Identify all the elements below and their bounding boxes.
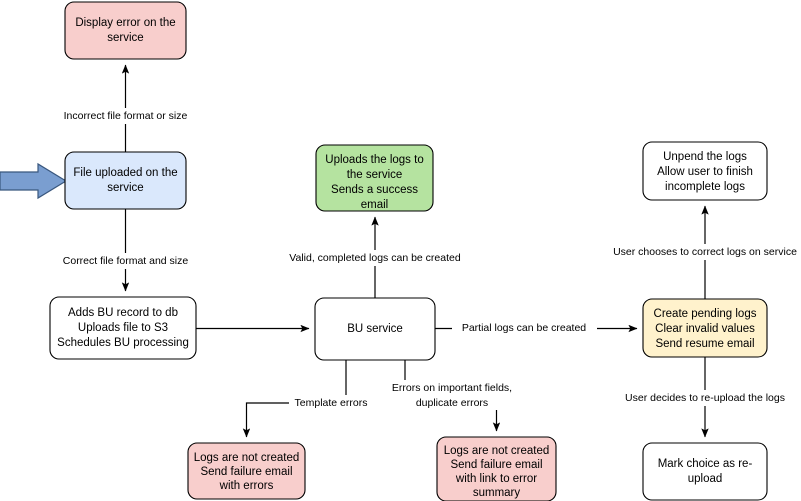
node-label-line: Uploads the logs to xyxy=(325,154,423,166)
node-label-line: Display error on the xyxy=(75,17,175,29)
node-logs-not-created-with-error-summary[interactable]: Logs are not created Send failure email … xyxy=(436,436,557,501)
node-label-line: upload xyxy=(688,473,723,485)
node-label-line: Allow user to finish xyxy=(657,166,753,178)
node-label-line: with errors xyxy=(219,480,274,492)
node-label-line: Schedules BU processing xyxy=(57,337,189,349)
node-label-line: Send failure email xyxy=(200,466,292,478)
node-logs-not-created-with-errors[interactable]: Logs are not created Send failure email … xyxy=(187,442,306,500)
edge-label-mask xyxy=(282,250,469,266)
node-label-line: incomplete logs xyxy=(665,181,745,193)
node-adds-bu-record-to-db[interactable]: Adds BU record to db Uploads file to S3 … xyxy=(49,296,197,360)
edge-label-incorrect-format: Incorrect file format or size xyxy=(64,110,188,122)
edge-label-correct-format: Correct file format and size xyxy=(63,255,189,267)
node-label-line: Adds BU record to db xyxy=(68,307,178,319)
node-label-line: Logs are not created xyxy=(194,452,300,464)
edge-label-mask xyxy=(452,320,597,336)
node-label-line: Send resume email xyxy=(655,338,754,350)
edge-label-mask xyxy=(389,380,517,410)
node-file-uploaded-on-service[interactable]: File uploaded on the service xyxy=(64,151,187,210)
node-bu-service[interactable]: BU service xyxy=(314,297,436,361)
node-label-line: Create pending logs xyxy=(654,308,757,320)
node-create-pending-logs[interactable]: Create pending logs Clear invalid values… xyxy=(642,298,768,358)
node-mark-choice-as-reupload[interactable]: Mark choice as re- upload xyxy=(642,442,768,501)
edge-label-valid-completed-logs: Valid, completed logs can be created xyxy=(289,252,461,264)
node-label-line: summary xyxy=(473,487,521,499)
edge-label-user-decides-reupload: User decides to re-upload the logs xyxy=(625,392,785,404)
node-label-line: Clear invalid values xyxy=(655,323,755,335)
node-label-line: service xyxy=(107,182,143,194)
node-label-line: service xyxy=(107,32,143,44)
edge-label-mask xyxy=(608,244,801,260)
edge-label-errors-important-fields-2: duplicate errors xyxy=(416,397,488,409)
edge-label-errors-important-fields: Errors on important fields, xyxy=(392,382,512,394)
entry-arrow xyxy=(0,162,68,200)
edge-label-mask xyxy=(54,253,197,269)
node-label-line: Sends a success xyxy=(331,184,418,196)
edge-label-mask xyxy=(52,108,199,124)
edge-label-user-chooses-correct: User chooses to correct logs on service xyxy=(613,246,797,258)
node-unpend-the-logs[interactable]: Unpend the logs Allow user to finish inc… xyxy=(642,141,768,201)
node-label-line: Logs are not created xyxy=(444,445,550,457)
node-label-line: Send failure email xyxy=(450,459,542,471)
node-label-line: email xyxy=(361,199,388,211)
node-label-line: Mark choice as re- xyxy=(658,458,753,470)
edge-label-partial-logs: Partial logs can be created xyxy=(462,322,586,334)
node-display-error-on-service[interactable]: Display error on the service xyxy=(64,1,187,60)
node-label-line: the service xyxy=(347,169,403,181)
edge-label-mask xyxy=(289,395,373,411)
node-label-line: BU service xyxy=(347,323,403,335)
node-label-line: Uploads file to S3 xyxy=(78,322,168,334)
node-label-line: Unpend the logs xyxy=(663,151,747,163)
edge-label-template-errors: Template errors xyxy=(295,397,368,409)
node-label-line: with link to error xyxy=(455,473,537,485)
node-uploads-logs-to-service[interactable]: Uploads the logs to the service Sends a … xyxy=(315,144,434,212)
node-label-line: File uploaded on the xyxy=(73,167,177,179)
edge-label-mask xyxy=(618,390,793,406)
